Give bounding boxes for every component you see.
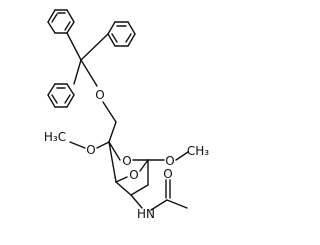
carbonyl-oxygen-label: O [163, 167, 172, 181]
phenyl-ring-left [47, 83, 75, 108]
ring-oxygen-label: O [122, 154, 131, 168]
phenyl-ring-top-right [107, 21, 136, 47]
phenyl-ring-top-left [47, 9, 75, 34]
methyl-left-label: H₃C [44, 130, 66, 144]
methoxy-left-oxygen-label: O [86, 143, 95, 157]
amide-nh-label: HN [137, 207, 155, 221]
chemical-structure: O O O O O H₃C CH₃ HN O [44, 9, 209, 221]
methoxy-right-oxygen-label: O [165, 154, 174, 168]
trityl-ether-oxygen-label: O [95, 88, 104, 102]
bridge-oxygen-label: O [129, 168, 138, 182]
methyl-right-label: CH₃ [187, 144, 209, 158]
bonds [47, 9, 189, 211]
atom-labels: O O O O O H₃C CH₃ HN O [44, 88, 209, 221]
